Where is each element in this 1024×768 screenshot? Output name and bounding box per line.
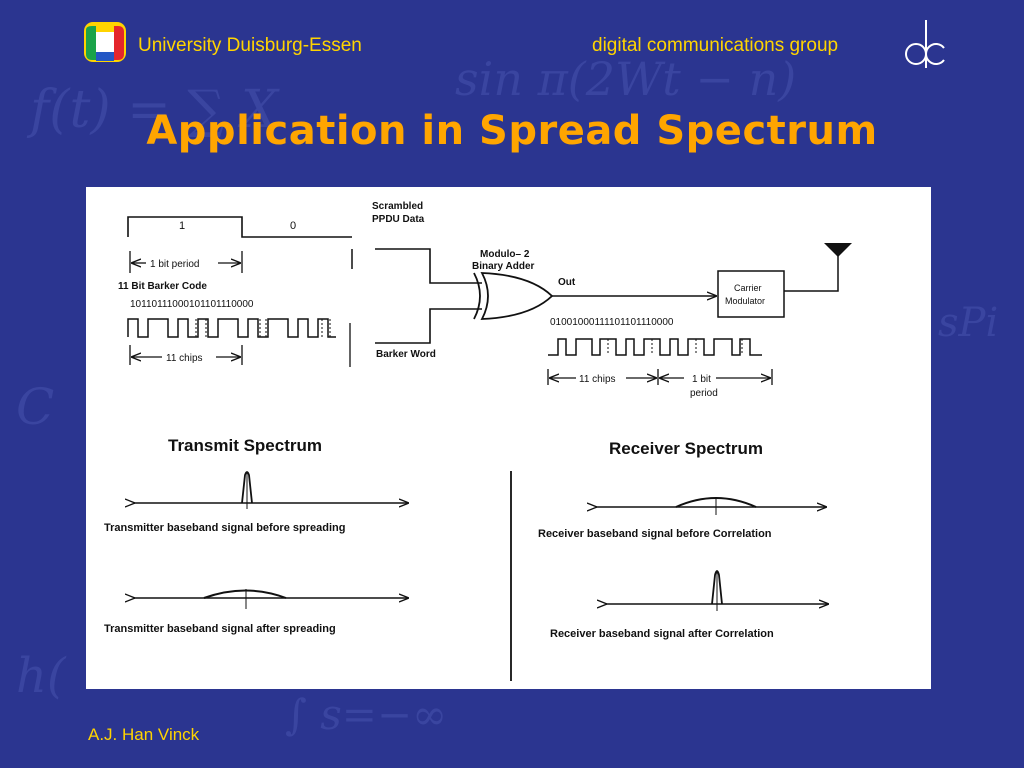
carrier-label-line1: Carrier [734,283,762,293]
bit-one-label: 1 [179,220,185,232]
author-footer: A.J. Han Vinck [88,725,200,744]
background-formula-sum: ∫ s=−∞ [285,690,448,739]
eleven-chips-right-label: 11 chips [579,374,616,385]
university-name: University Duisburg-Essen [138,35,362,56]
one-bit-label-line2: period [690,388,718,399]
barker-input-line [375,308,482,344]
xor-adder-symbol [473,272,554,320]
carrier-label-line2: Modulator [725,296,765,306]
carrier-modulator-box [717,270,785,318]
data-bit-waveform [127,216,353,273]
bit-period-label: 1 bit period [150,259,199,270]
group-name: digital communications group [592,35,839,56]
scrambled-label-line2: PPDU Data [372,214,425,225]
adder-label-line1: Modulo– 2 [480,249,530,260]
scrambled-label-line1: Scrambled [372,201,423,212]
barker-chip-waveform [127,318,336,338]
antenna-feed-line [784,253,839,292]
background-formula-sinc: sin π(2Wt − n) [455,52,797,106]
output-sequence: 01001000111101101110000 [550,317,674,328]
scrambled-input-line [375,248,482,284]
receive-heading: Receiver Spectrum [609,439,763,458]
barker-word-label: Barker Word [376,349,436,360]
tx-after-caption: Transmitter baseband signal after spread… [104,623,336,635]
rx-before-caption: Receiver baseband signal before Correlat… [538,528,772,540]
rx-after-caption: Receiver baseband signal after Correlati… [550,628,774,640]
eleven-chips-left-label: 11 chips [166,353,203,364]
slide-title: Application in Spread Spectrum [146,108,878,154]
tx-after-spread-hump [203,589,287,599]
tx-before-caption: Transmitter baseband signal before sprea… [104,522,345,534]
background-formula-c: C [16,378,55,436]
barker-sequence: 10110111000101101110000 [130,299,254,310]
adder-label-line2: Binary Adder [472,261,535,272]
background-formula-spi: sPi [938,300,999,346]
dc-group-logo-icon [900,18,948,72]
spread-spectrum-figure: 1 0 1 bit period 11 Bit Barker Code 1011… [86,187,931,689]
bit-zero-label: 0 [290,220,296,232]
out-label: Out [558,277,576,288]
barker-code-heading: 11 Bit Barker Code [118,281,207,292]
background-formula-h: h( [16,648,66,704]
one-bit-label-line1: 1 bit [692,374,711,385]
university-logo-icon [82,20,128,64]
antenna-icon [824,243,852,257]
transmit-heading: Transmit Spectrum [168,436,322,455]
tx-before-narrow-spike [241,471,253,504]
output-chip-waveform [548,338,762,356]
